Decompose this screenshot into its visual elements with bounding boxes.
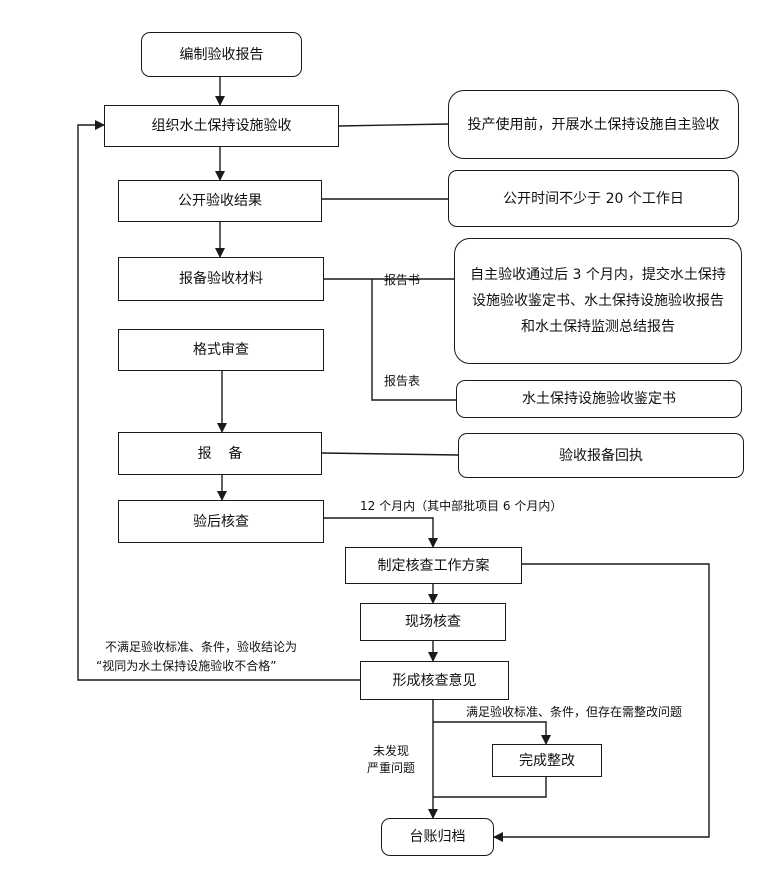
node-file-materials: 报备验收材料: [118, 257, 324, 301]
node-organize-acceptance: 组织水土保持设施验收: [104, 105, 339, 147]
node-onsite-check: 现场核查: [360, 603, 506, 641]
node-complete-rectify: 完成整改: [492, 744, 602, 777]
label-no-serious-line1: 未发现: [372, 744, 409, 758]
node-form-opinion: 形成核查意见: [360, 661, 509, 700]
link-filing-receipt: [321, 452, 459, 456]
label-not-meet-line1: 不满足验收标准、条件，验收结论为: [105, 640, 298, 654]
arrow-rectify-to-archive: [433, 777, 547, 798]
arrow-opinion-to-rectify: [433, 721, 551, 745]
node-archive: 台账归档: [381, 818, 494, 856]
node-publish-results: 公开验收结果: [118, 180, 322, 222]
note-submit-within: 自主验收通过后 3 个月内，提交水土保持设施验收鉴定书、水土保持设施验收报告和水…: [454, 238, 742, 364]
label-within-12-months: 12 个月内（其中部批项目 6 个月内）: [360, 499, 563, 513]
arrow-plan-to-archive: [493, 563, 710, 842]
label-not-meet-line2: “视同为水土保持设施验收不合格”: [96, 659, 277, 673]
link-organize-note: [338, 123, 449, 127]
label-meet-rectify: 满足验收标准、条件，但存在需整改问题: [466, 705, 683, 719]
node-post-check: 验后核查: [118, 500, 324, 543]
arrow-feedback-loop: [77, 120, 360, 681]
node-filing: 报备: [118, 432, 322, 475]
link-report-table: [371, 279, 456, 401]
note-before-use: 投产使用前，开展水土保持设施自主验收: [448, 90, 739, 159]
note-receipt: 验收报备回执: [458, 433, 744, 478]
note-publish-time: 公开时间不少于 20 个工作日: [448, 170, 739, 227]
label-no-serious-line2: 严重问题: [366, 761, 415, 775]
node-compile-report: 编制验收报告: [141, 32, 302, 77]
arrow-postcheck-to-plan: [324, 517, 438, 548]
label-report-book: 报告书: [384, 273, 421, 287]
label-report-table: 报告表: [384, 374, 421, 388]
node-make-plan: 制定核查工作方案: [345, 547, 522, 584]
node-format-review: 格式审查: [118, 329, 324, 371]
note-cert-book: 水土保持设施验收鉴定书: [456, 380, 742, 418]
